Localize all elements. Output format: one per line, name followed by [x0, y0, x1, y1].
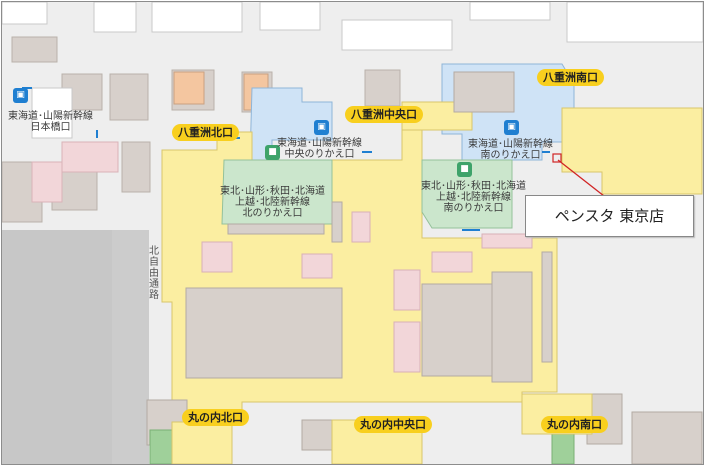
exit-marunouchi-central: 丸の内中央口 [354, 416, 432, 433]
gate-label-nihonbashi: 東海道･山陽新幹線 日本橋口 [8, 111, 93, 133]
exit-yaesu-central: 八重洲中央口 [345, 106, 423, 123]
passage-label: 北自由通路 [149, 246, 159, 301]
gate-label-north-tohoku: 東北･山形･秋田･北海道 上越･北陸新幹線 北のりかえ口 [220, 186, 325, 219]
shinkansen-icon: ▣ [504, 120, 519, 135]
exit-marunouchi-south: 丸の内南口 [541, 416, 608, 433]
jr-train-icon: ■ [265, 145, 280, 160]
gate-label-south-tohoku: 東北･山形･秋田･北海道 上越･北陸新幹線 南のりかえ口 [421, 181, 526, 214]
gate-label-south-transfer: 東海道･山陽新幹線 南のりかえ口 [468, 139, 553, 161]
shinkansen-icon: ▣ [13, 88, 28, 103]
shop-callout[interactable]: ペンスタ 東京店 [525, 195, 694, 237]
gate-label-central-transfer: 東海道･山陽新幹線 中央のりかえ口 [277, 138, 362, 160]
exit-yaesu-south: 八重洲南口 [537, 69, 604, 86]
shinkansen-icon: ▣ [314, 120, 329, 135]
exit-marunouchi-north: 丸の内北口 [182, 409, 249, 426]
exit-yaesu-north: 八重洲北口 [172, 124, 239, 141]
jr-train-icon: ■ [457, 162, 472, 177]
